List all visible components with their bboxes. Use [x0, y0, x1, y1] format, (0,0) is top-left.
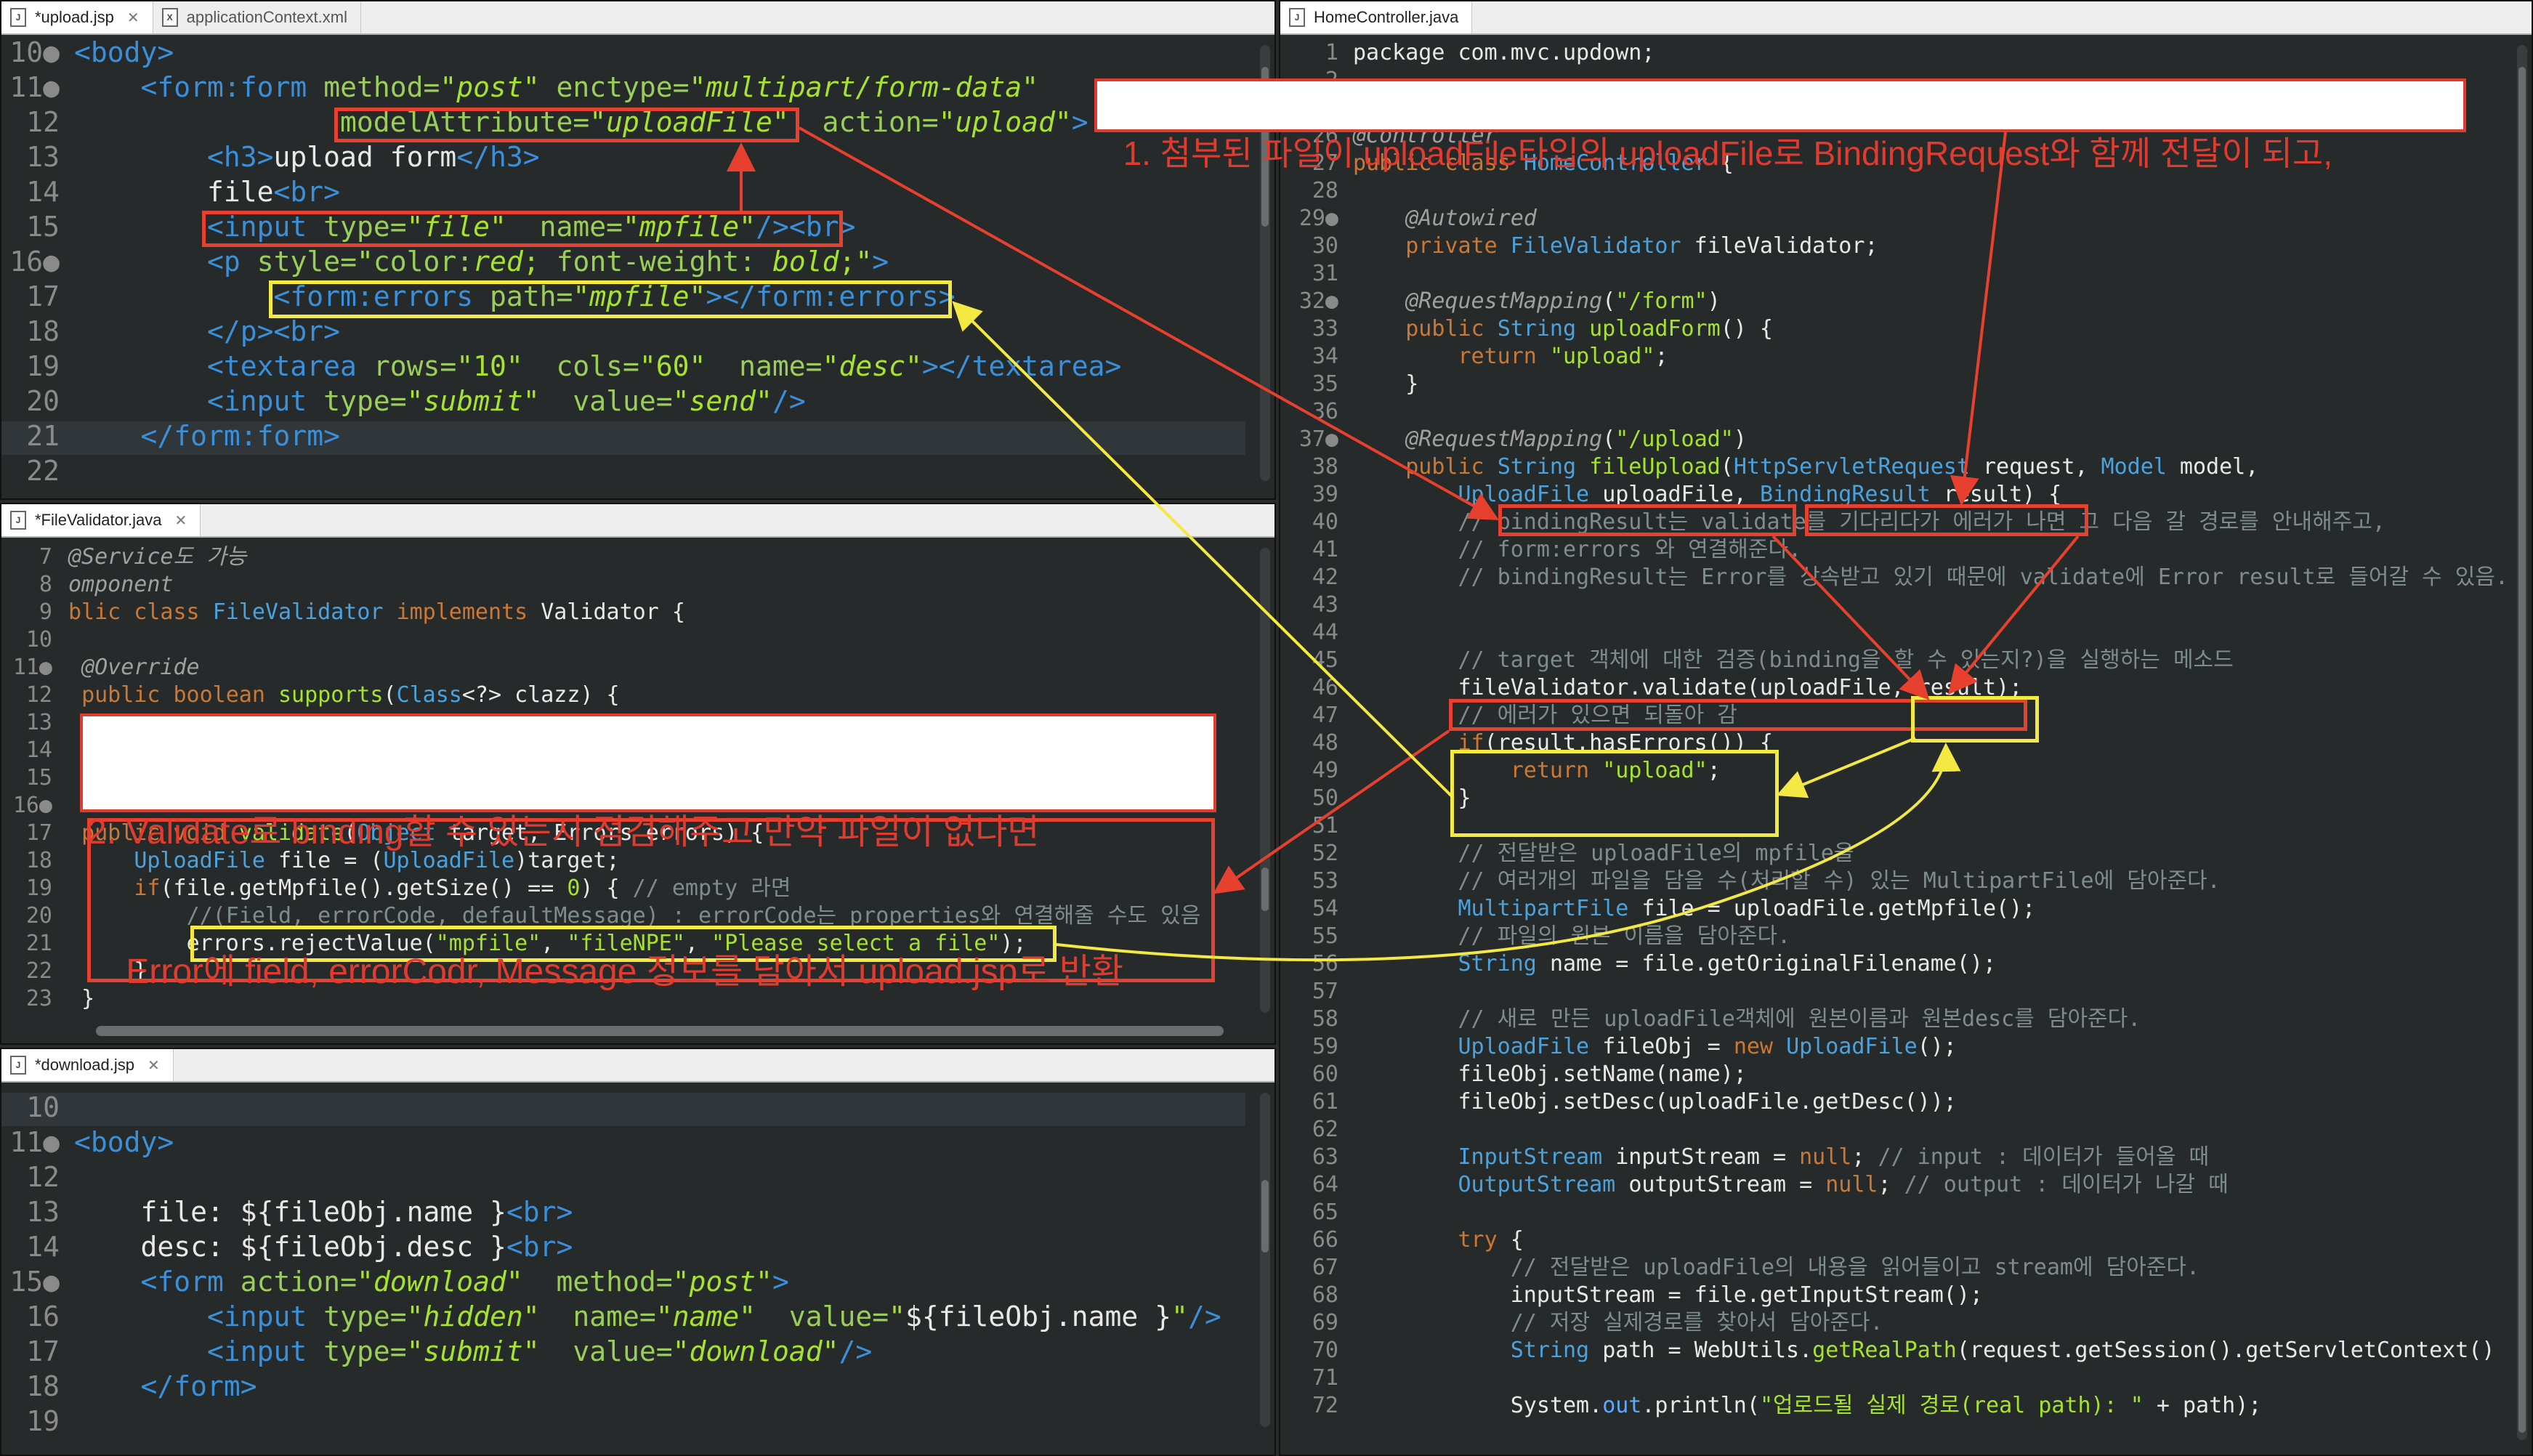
close-icon[interactable]: ✕	[147, 1057, 160, 1074]
tab-file-validator-label: *FileValidator.java	[35, 511, 162, 529]
code-lines: <body> <form:form method="post" enctype=…	[74, 36, 1122, 452]
java-file-icon: J	[1289, 8, 1305, 27]
download-jsp-tabbar: J *download.jsp ✕	[1, 1049, 1274, 1083]
code-area[interactable]: 7 8 9 10 11● 12 13 14 15 16● 17 18 19 20…	[1, 538, 1245, 1043]
home-controller-tabbar: J HomeController.java	[1280, 1, 2532, 35]
vertical-scrollbar[interactable]	[1260, 548, 1270, 1013]
jsp-file-icon: J	[10, 1056, 26, 1075]
jsp-file-icon: J	[10, 8, 26, 27]
horizontal-scrollbar[interactable]	[96, 1026, 1224, 1036]
code-lines: @Service도 가능 omponent blic class FileVal…	[68, 544, 1201, 1011]
code-area[interactable]: 1 2 25 26 27 28 29● 30 31 32● 33 34 35 3…	[1280, 39, 2509, 1455]
note-validate-line2: Error에 field, errorCodr, Message 정보를 담아서…	[87, 953, 1124, 991]
vertical-scrollbar[interactable]	[1260, 1093, 1270, 1427]
tab-file-validator[interactable]: J *FileValidator.java ✕	[1, 504, 201, 536]
home-controller-editor[interactable]: J HomeController.java 1 2 25 26 27 28 29…	[1279, 0, 2533, 1456]
line-numbers: 7 8 9 10 11● 12 13 14 15 16● 17 18 19 20…	[12, 544, 52, 1011]
line-numbers: 10 11● 12 13 14 15● 16 17 18 19	[9, 1091, 60, 1437]
download-jsp-editor[interactable]: J *download.jsp ✕ 10 11● 12 13 14 15● 16…	[0, 1048, 1276, 1456]
line-numbers: 10● 11● 12 13 14 15 16● 17 18 19 20 21 2…	[9, 36, 60, 487]
upload-jsp-tabbar: J *upload.jsp ✕ X applicationContext.xml	[1, 1, 1274, 35]
tab-upload-jsp[interactable]: J *upload.jsp ✕	[1, 1, 153, 33]
tab-home-controller-label: HomeController.java	[1314, 8, 1459, 26]
code-lines: <body> file: ${fileObj.name }<br> desc: …	[74, 1126, 1221, 1402]
xml-file-icon: X	[161, 8, 178, 27]
code-area[interactable]: 10● 11● 12 13 14 15 16● 17 18 19 20 21 2…	[1, 35, 1245, 498]
note-binding-request: 1. 첨부된 파일이 uploadFile타입의 uploadFile로 Bin…	[1094, 78, 2466, 172]
file-validator-tabbar: J *FileValidator.java ✕	[1, 504, 1274, 538]
tab-home-controller[interactable]: J HomeController.java	[1280, 1, 1473, 33]
note-validate-line1: 2. Validate로 binding할 수 있는지 점검해주고 만약 파일이…	[87, 813, 1040, 852]
scroll-thumb[interactable]	[1261, 867, 1269, 911]
close-icon[interactable]: ✕	[126, 9, 140, 26]
java-file-icon: J	[10, 511, 26, 530]
tab-upload-jsp-label: *upload.jsp	[35, 8, 114, 26]
code-lines: package com.mvc.updown; @Controller publ…	[1353, 40, 2509, 1418]
tab-application-context-label: applicationContext.xml	[186, 8, 347, 26]
line-numbers: 1 2 25 26 27 28 29● 30 31 32● 33 34 35 3…	[1298, 40, 1338, 1418]
note-validate-explanation: 2. Validate로 binding할 수 있는지 점검해주고 만약 파일이…	[80, 713, 1216, 991]
tab-download-jsp[interactable]: J *download.jsp ✕	[1, 1049, 174, 1081]
note-binding-request-text: 1. 첨부된 파일이 uploadFile타입의 uploadFile로 Bin…	[1123, 134, 2333, 172]
current-line-highlight	[1, 1093, 1245, 1126]
tab-application-context[interactable]: X applicationContext.xml	[153, 1, 361, 33]
close-icon[interactable]: ✕	[174, 512, 187, 529]
scroll-thumb[interactable]	[2518, 67, 2526, 1433]
scroll-thumb[interactable]	[1261, 1180, 1269, 1253]
vertical-scrollbar[interactable]	[2517, 45, 2527, 1440]
tab-download-jsp-label: *download.jsp	[35, 1056, 134, 1074]
upload-jsp-editor[interactable]: J *upload.jsp ✕ X applicationContext.xml…	[0, 0, 1276, 500]
code-area[interactable]: 10 11● 12 13 14 15● 16 17 18 19 <body> f…	[1, 1090, 1245, 1455]
